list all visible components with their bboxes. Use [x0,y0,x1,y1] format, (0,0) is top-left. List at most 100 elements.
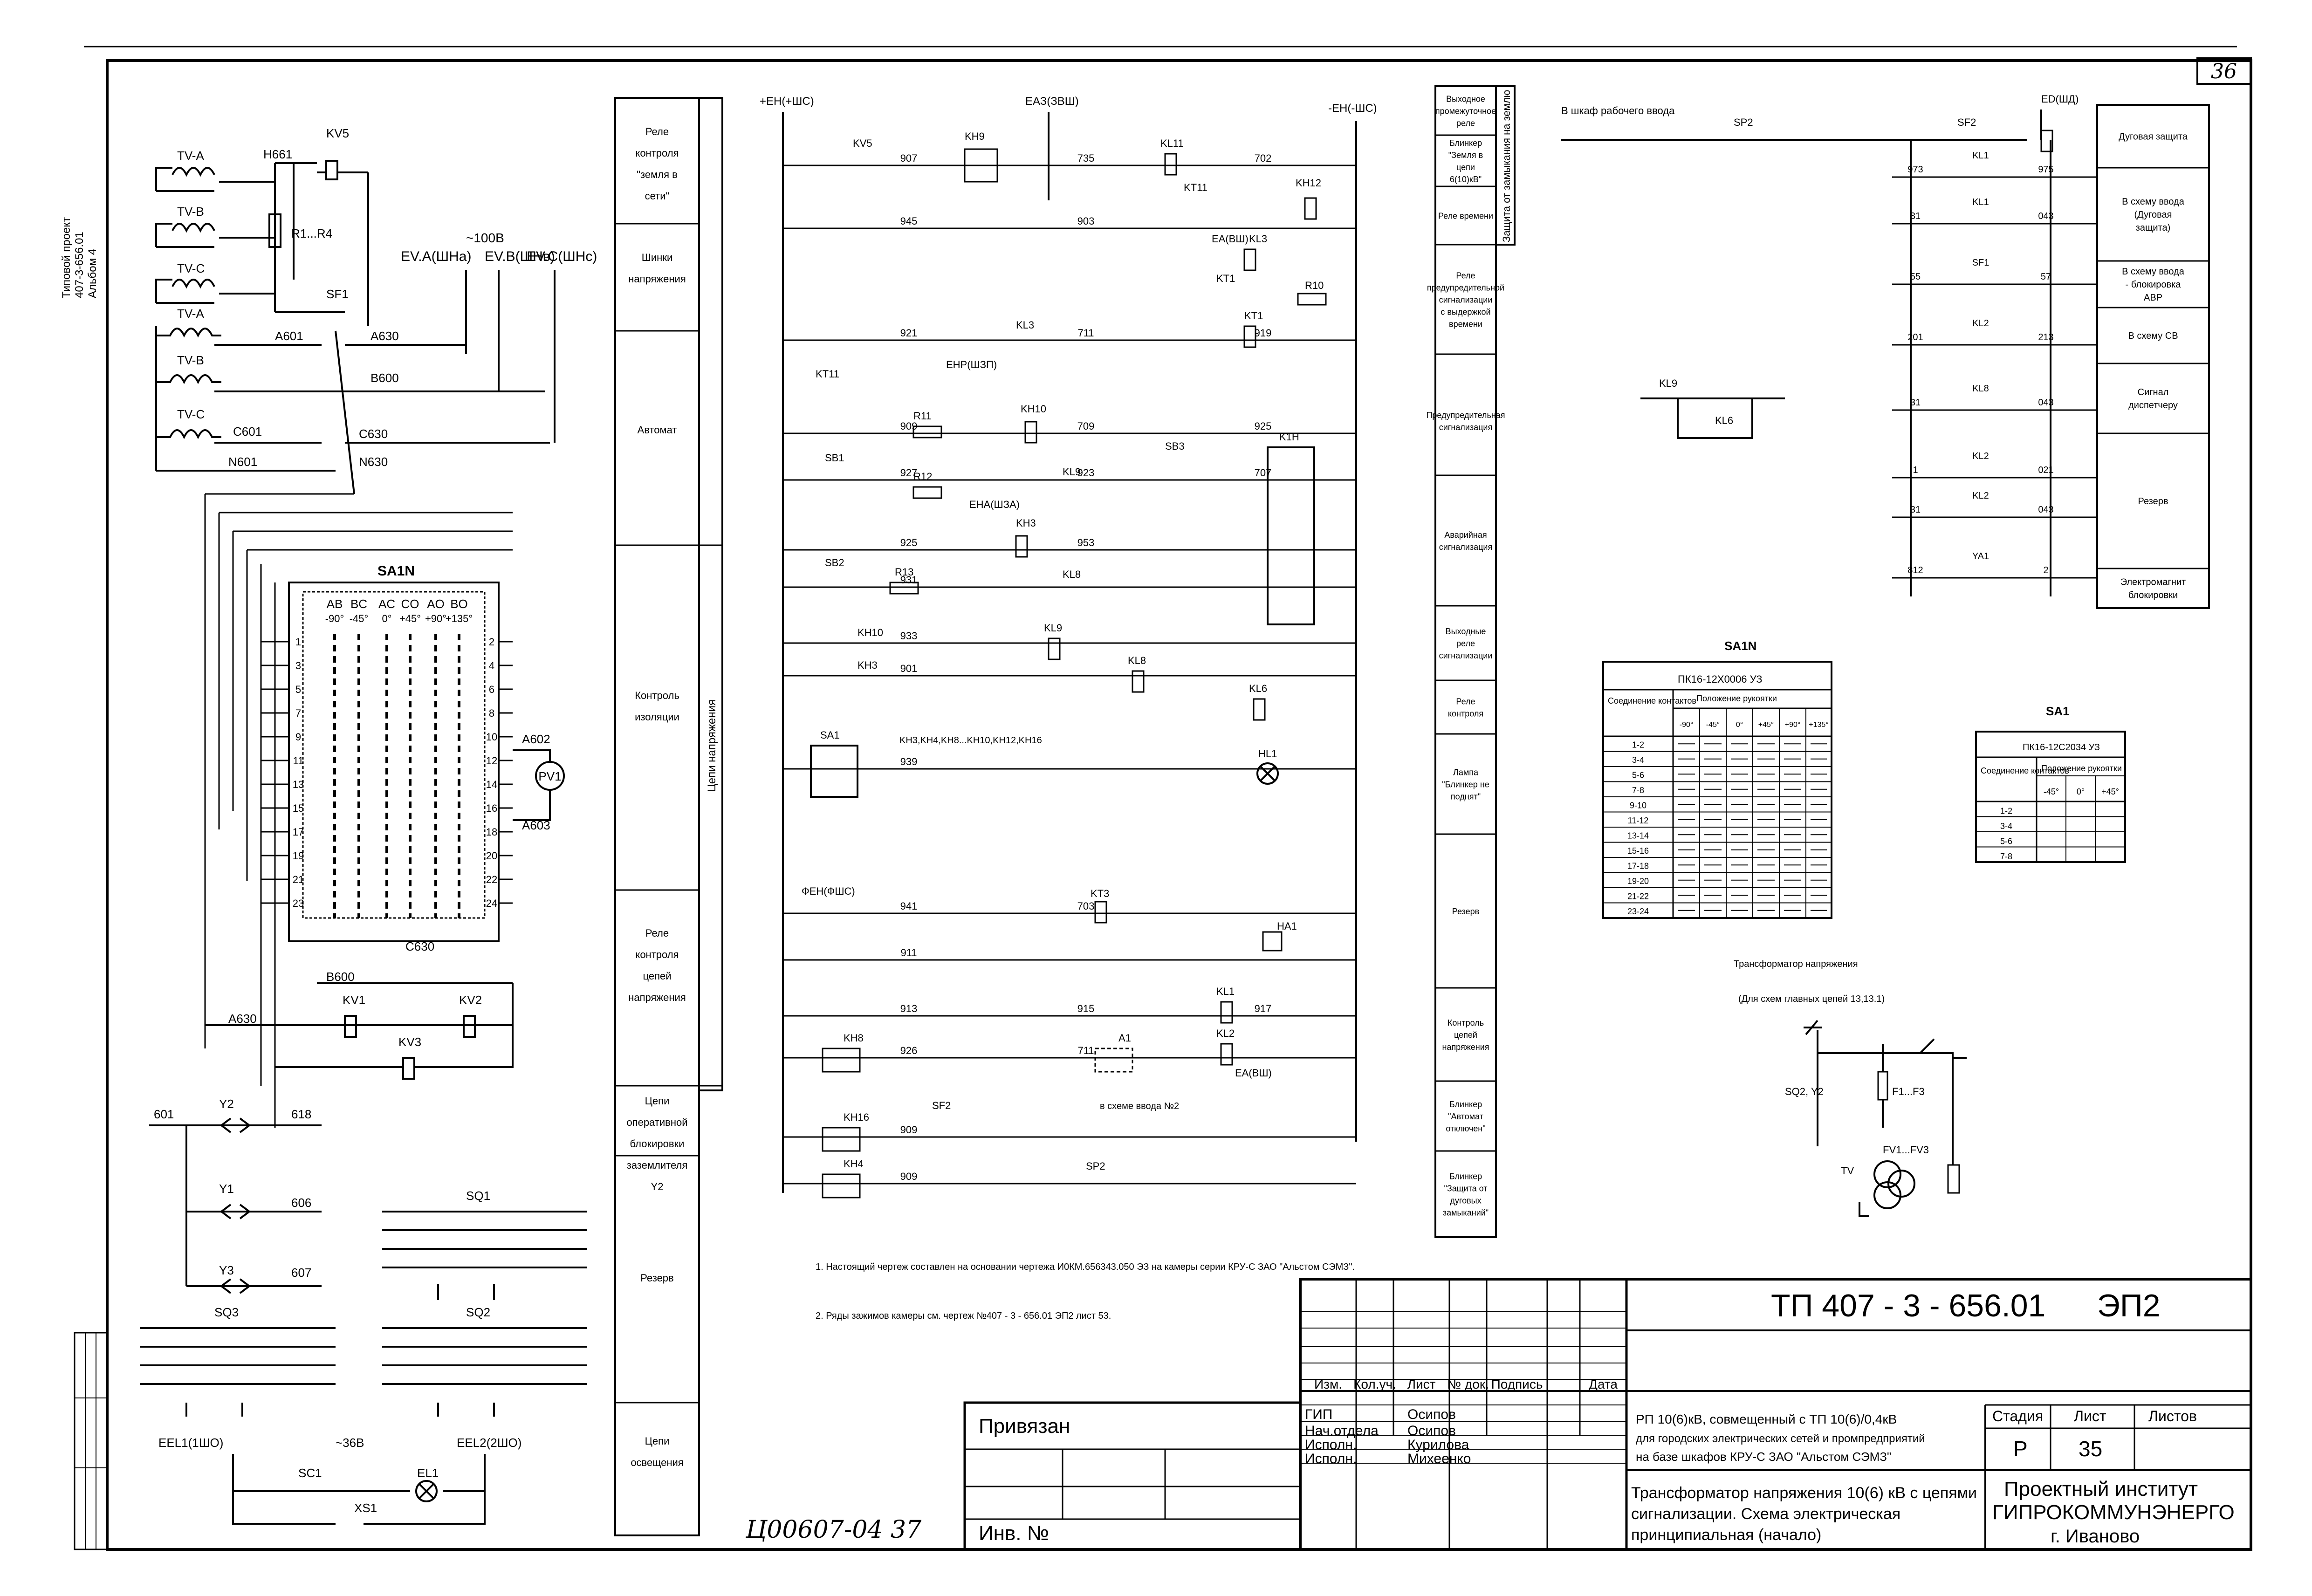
left-section-label: Автомат [638,424,677,436]
wire-number: 903 [1077,215,1095,227]
svg-text:Защита от замыкания на землю: Защита от замыкания на землю [1501,90,1512,242]
svg-text:A601: A601 [275,329,303,343]
right-section-label: "Защита от [1444,1184,1487,1193]
svg-text:Y2: Y2 [219,1097,234,1111]
table-row-label: 13-14 [1627,831,1649,841]
svg-text:Соединение контактов: Соединение контактов [1608,696,1696,706]
svg-text:SQ2: SQ2 [466,1305,490,1319]
sa1n-angle-label: +45° [399,613,421,624]
voltage-relays: B600 A630 KV1 KV2 KV3 [205,970,514,1080]
svg-text:C601: C601 [233,425,262,438]
sa1n-position-label: AO [427,597,445,611]
wire-number: 043 [2038,211,2053,221]
svg-text:XS1: XS1 [354,1501,377,1515]
sa1n-terminal: 10 [486,731,497,743]
sa1n-terminal: 12 [486,755,497,767]
left-margin-note: Типовой проект 407-3-656.01 Альбом 4 [60,217,99,298]
title-role: Нач.отдела [1305,1423,1379,1438]
vt-secondary-circuits: TV-A TV-B TV-C TV-A TV-B TV-C N601 H661 … [155,126,597,1128]
title-header-cell: Дата [1589,1377,1618,1391]
wire-number: 926 [900,1045,918,1056]
svg-text:Альбом 4: Альбом 4 [86,249,99,298]
wire-number: 702 [1255,152,1272,164]
svg-text:EEL2(2ШО): EEL2(2ШО) [457,1436,521,1450]
table-row-label: 9-10 [1630,801,1647,810]
svg-text:SF1: SF1 [326,287,349,301]
title-name: Михеенко [1407,1451,1471,1466]
right-section-label: Реле времени [1438,212,1493,221]
table-row-label: 1-2 [1632,740,1644,750]
wire-number: 911 [900,947,917,959]
sa1n-terminal: 2 [489,636,494,648]
table-angle: +135° [1809,721,1828,729]
wire-number: 917 [1255,1003,1272,1014]
sa1n-terminal: 4 [489,660,494,671]
right-section-label: Предупредительная [1426,411,1505,420]
table-row-label: 1-2 [2000,807,2012,816]
device-label: KL2 [1972,491,1989,501]
left-section-label: Реле [645,126,669,137]
table-row-label: 15-16 [1627,846,1649,856]
handwritten-number: Ц00607-04 37 [745,1516,922,1544]
device-label: KL1 [1972,151,1989,161]
blocking-circuits: 601 Y2 618 Y1 606 Y3 607 SQ1 SQ2 SQ3 EEL… [140,1097,587,1525]
svg-text:Трансформатор напряжения: Трансформатор напряжения [1734,959,1858,969]
right-section-label: напряжения [1442,1042,1489,1052]
svg-text:Стадия: Стадия [1992,1408,2043,1425]
title-role: ГИП [1305,1407,1332,1422]
wire-number: 711 [1077,1045,1094,1056]
wire-number: 201 [1907,332,1923,342]
svg-text:ЕАЗ(ЗВШ): ЕАЗ(ЗВШ) [1025,95,1079,108]
left-section-label: Y2 [651,1181,664,1192]
doc-code: ТП 407 - 3 - 656.01 [1771,1288,2045,1323]
inv-label: Инв. № [979,1522,1049,1545]
svg-text:Соединение контактов: Соединение контактов [1981,766,2069,775]
svg-text:KH4: KH4 [844,1158,864,1170]
wire-number: 31 [1910,211,1921,221]
table-angle: -90° [1680,721,1694,729]
svg-text:A630: A630 [370,329,399,343]
left-section-label: Шинки [642,252,673,263]
svg-text:KV1: KV1 [343,993,365,1007]
svg-text:SF2: SF2 [932,1100,951,1111]
wire-number: 55 [1910,272,1921,282]
title-header-cell: Лист [1407,1377,1436,1391]
tv-windings-bottom: TV-A TV-B TV-C N601 [155,307,336,472]
wire-number: 907 [900,152,918,164]
right-section-label: "Земля в [1448,151,1483,160]
outgoing-label: Резерв [2138,496,2168,507]
device-label: YA1 [1972,551,1989,562]
svg-text:EV.C(ШНс): EV.C(ШНс) [527,249,597,264]
sa1n-switch: SA1N AB-90°BC-45°AC0°CO+45°AO+90°BO+135°… [261,563,565,953]
wire-number: 021 [2038,465,2053,475]
wire-number: 812 [1907,565,1923,575]
doc-mark: ЭП2 [2097,1288,2161,1323]
device-label: SF1 [1972,258,1990,268]
title-role: Исполн. [1305,1437,1357,1452]
wire-number: 973 [1907,164,1923,175]
wire-number: 909 [900,1124,918,1136]
sa1n-contact-table: SA1N ПК16-12Х0006 УЗ Соединение контакто… [1602,639,1832,919]
svg-text:ED(ШД): ED(ШД) [2041,93,2079,105]
svg-text:+ЕН(+ШС): +ЕН(+ШС) [760,95,814,108]
device-label: KL2 [1972,451,1989,461]
sa1n-terminal: 6 [489,684,494,695]
table-row-label: 11-12 [1628,816,1649,825]
left-section-label: сети" [645,190,670,202]
table-row-label: 3-4 [1632,755,1644,765]
wire-number: 945 [900,215,918,227]
sa1n-terminal: 21 [293,874,304,885]
outgoing-label: защита) [2136,223,2171,233]
right-section-label: "Блинкер не [1442,780,1489,789]
svg-text:EV.B(ШНв): EV.B(ШНв) [485,249,555,264]
svg-text:ПК16-12С2034 УЗ: ПК16-12С2034 УЗ [2023,742,2100,753]
left-section-label: "земля в [637,169,678,180]
svg-text:KT1: KT1 [1216,273,1235,284]
tv-windings-top: TV-A TV-B TV-C [155,149,275,304]
left-stamp [74,1332,108,1550]
wire-number: 703 [1077,900,1095,912]
svg-text:Проектный институт: Проектный институт [2004,1478,2198,1500]
svg-text:HL1: HL1 [1258,748,1277,760]
svg-text:606: 606 [291,1196,311,1210]
